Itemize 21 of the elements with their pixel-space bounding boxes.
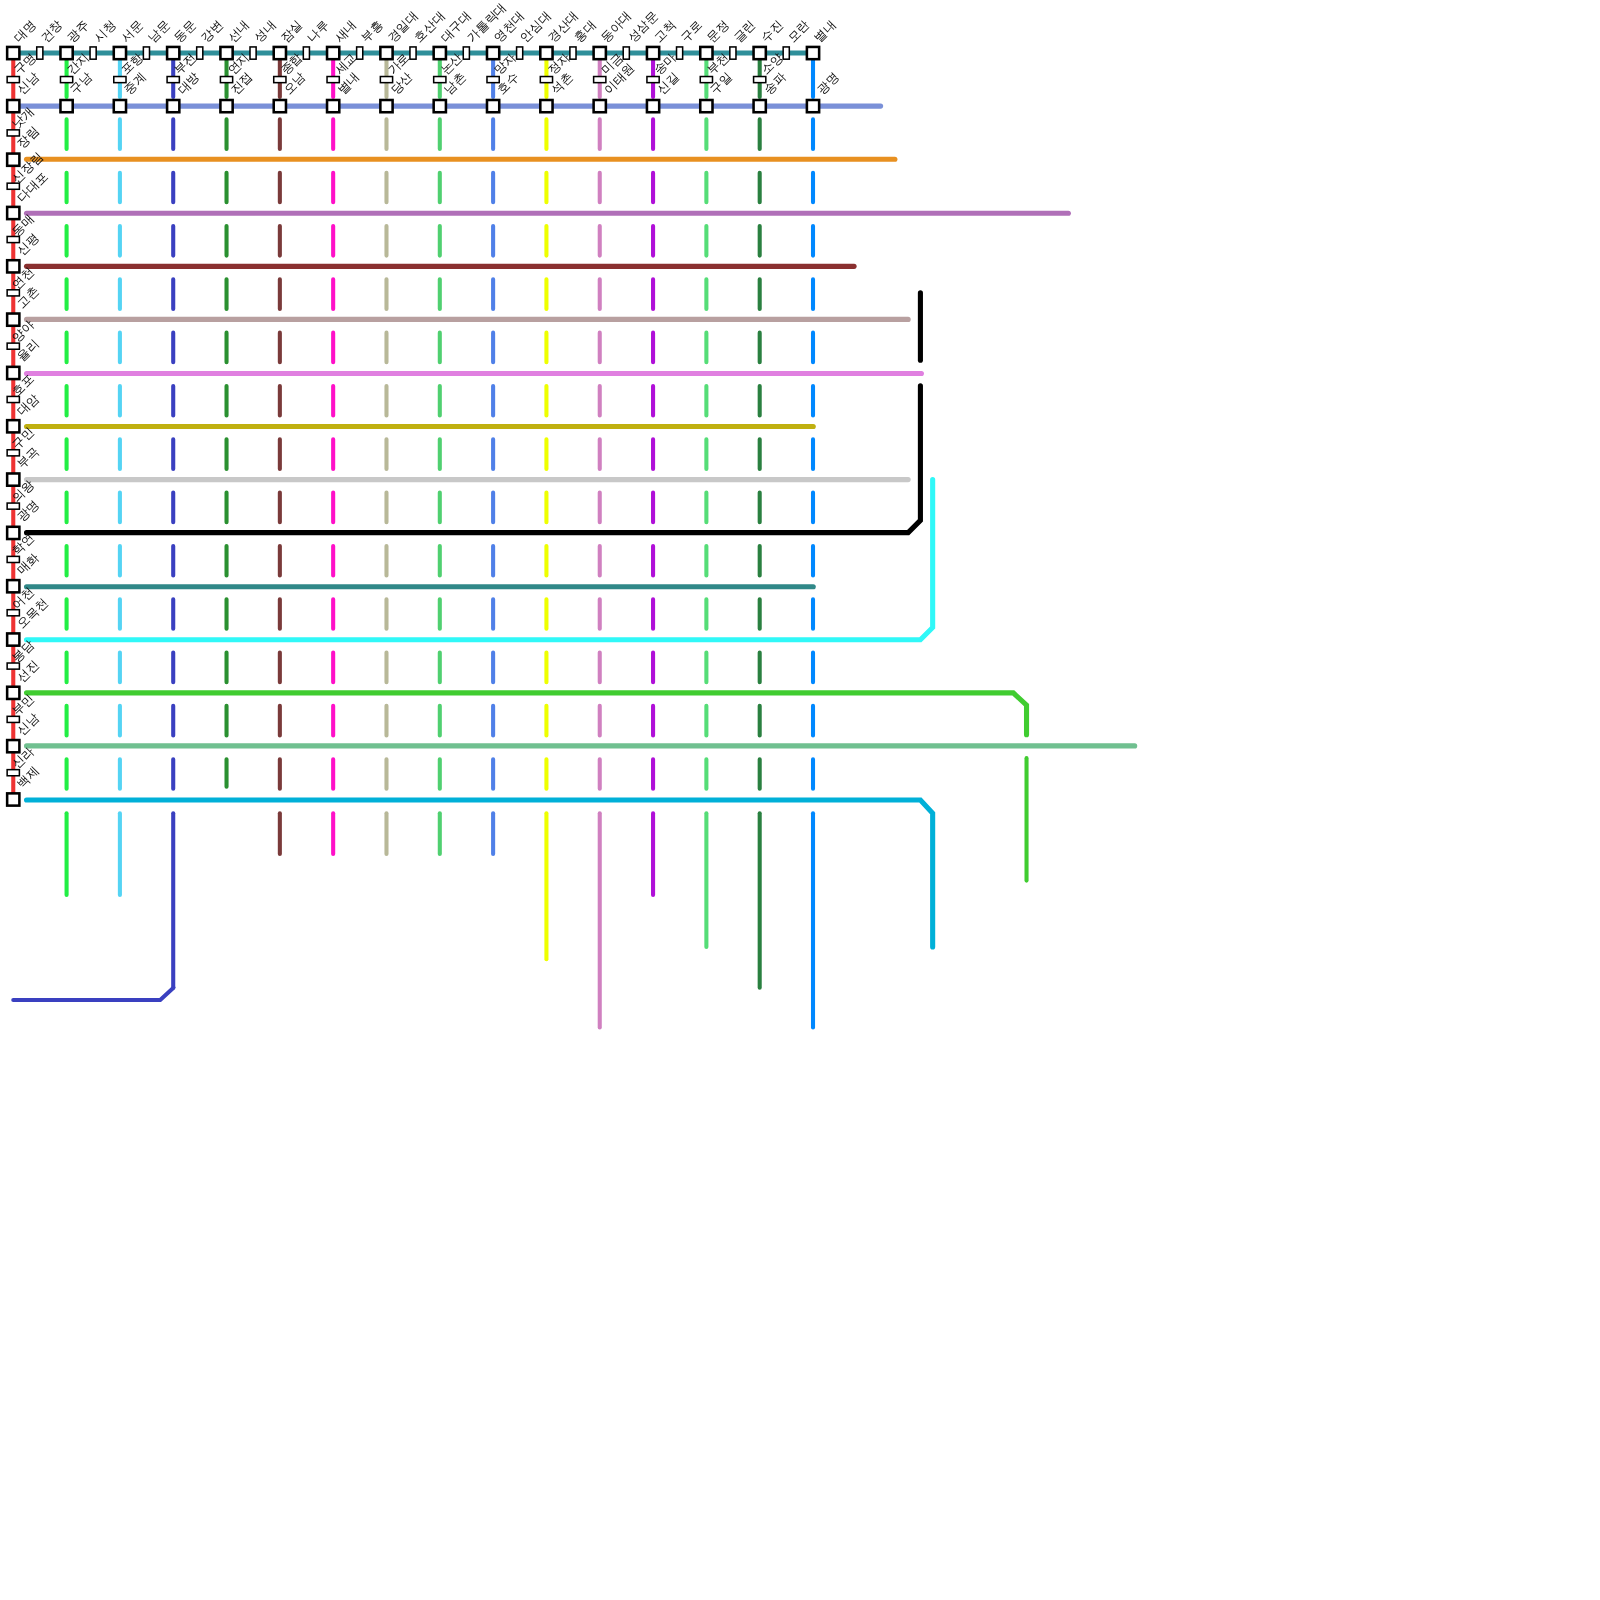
station-name: 성내: [251, 17, 279, 45]
station-name: 부흥: [357, 17, 386, 45]
station-name: 광명: [814, 69, 842, 97]
station-name: 남문: [144, 17, 173, 45]
station-name: 잠실: [277, 17, 306, 45]
station-name: 강변: [197, 17, 226, 45]
station-name: 나루: [304, 17, 332, 45]
station-name: 광주: [64, 17, 93, 45]
station-name: 대명: [11, 17, 39, 45]
station-name: 시청: [91, 17, 119, 45]
station-name: 글린: [731, 17, 759, 45]
station-name: 서문: [117, 17, 146, 45]
station-name: 문정: [704, 17, 732, 45]
station-name: 건창: [38, 17, 66, 45]
station-name: 구로: [677, 17, 706, 45]
station-name: 별내: [811, 17, 839, 45]
station-name: 수진: [757, 17, 786, 45]
station-name: 동문: [171, 17, 199, 45]
station-name: 새내: [331, 17, 359, 45]
station-name: 모란: [784, 17, 812, 45]
station-name: 선내: [224, 17, 252, 45]
